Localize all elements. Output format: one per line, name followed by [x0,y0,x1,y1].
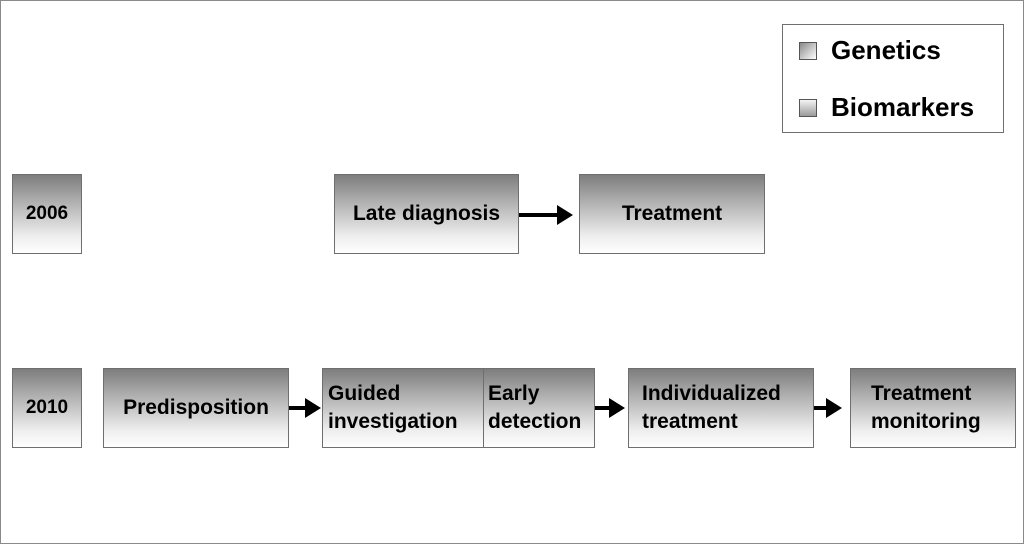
step-label: Late diagnosis [352,202,501,225]
arrow-right-icon [289,398,321,418]
legend-item-biomarkers: Biomarkers [799,92,974,123]
genetics-swatch [799,41,817,60]
year-box-2006: 2006 [12,174,82,254]
arrow-right-icon [519,205,573,225]
biomarkers-swatch [799,98,817,117]
step-treatment-monitoring: Treatment monitoring [850,368,1016,448]
step-label: Predisposition [123,396,269,419]
arrow-right-icon [595,398,625,418]
step-late-diagnosis: Late diagnosis [334,174,519,254]
step-treatment: Treatment [579,174,765,254]
legend-label-genetics: Genetics [831,35,941,65]
step-predisposition: Predisposition [103,368,289,448]
step-label: Treatment monitoring [871,382,981,433]
year-box-2010: 2010 [12,368,82,448]
step-label: Early detection [488,382,582,433]
legend: Genetics Biomarkers [782,24,1004,133]
year-label-2006: 2006 [25,203,69,224]
legend-label-biomarkers: Biomarkers [831,92,975,122]
step-label: Guided investigation [328,382,458,433]
step-label: Individualized treatment [642,382,781,433]
step-early-detection: Early detection [483,368,595,448]
step-guided-investigation: Guided investigation [322,368,484,448]
arrow-right-icon [814,398,842,418]
step-label: Treatment [621,202,723,225]
year-label-2010: 2010 [25,397,69,418]
step-individualized-treatment: Individualized treatment [628,368,814,448]
legend-item-genetics: Genetics [799,35,941,66]
